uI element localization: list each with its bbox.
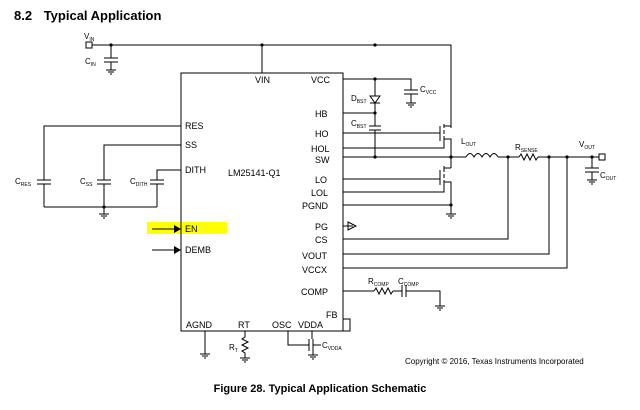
en-highlight [147, 222, 227, 234]
sense-lines [343, 157, 568, 269]
pin-en: EN [185, 224, 198, 234]
dbst-label: DBST [351, 94, 367, 105]
figure-caption: Figure 28. Typical Application Schematic [213, 383, 427, 395]
pin-vcc: VCC [311, 75, 331, 85]
copyright-notice: Copyright © 2016, Texas Instruments Inco… [405, 357, 584, 366]
pin-comp: COMP [301, 287, 328, 297]
pin-lo: LO [315, 175, 327, 185]
rsense-label: RSENSE [515, 143, 538, 154]
cdith-label: CDITH [130, 177, 148, 188]
pin-ss: SS [185, 140, 197, 150]
cvcc-label: CVCC [420, 85, 437, 96]
pin-cs: CS [315, 235, 328, 245]
cvdda-label: CVDDA [322, 341, 342, 352]
rcomp-label: RCOMP [368, 277, 389, 288]
vin-input-network: VIN CIN [84, 32, 452, 128]
pin-lol: LOL [311, 188, 328, 198]
cres-label: CRES [15, 177, 32, 188]
rt-label: RT [229, 343, 238, 354]
pin-dith: DITH [185, 165, 206, 175]
section-number: 8.2 [14, 8, 33, 23]
ccomp-label: CCOMP [398, 277, 419, 288]
pin-hol: HOL [311, 144, 330, 154]
pin-rt: RT [238, 320, 250, 330]
pin-ho: HO [315, 129, 329, 139]
pin-demb: DEMB [185, 245, 211, 255]
chip-name: LM25141-Q1 [228, 168, 281, 178]
css-label: CSS [80, 177, 93, 188]
pin-hb: HB [315, 109, 328, 119]
demb-input [152, 246, 181, 254]
section-heading: 8.2 Typical Application [14, 8, 161, 23]
output-stage: LOUT RSENSE VOUT COUT [343, 137, 616, 185]
cin-label: CIN [85, 57, 96, 68]
high-side-mosfet [343, 124, 453, 159]
pin-res: RES [185, 121, 204, 131]
pin-vdda: VDDA [298, 320, 323, 330]
pin-sw: SW [315, 155, 330, 165]
left-network: CRES CSS CDITH [15, 125, 181, 219]
rcomp-resistor [373, 286, 394, 296]
low-side-mosfet [343, 157, 456, 219]
pin-osc: OSC [272, 320, 292, 330]
cout-label: COUT [600, 171, 616, 182]
pin-fb: FB [326, 310, 338, 320]
lout-label: LOUT [461, 137, 476, 148]
pin-pgnd: PGND [302, 201, 329, 211]
pin-pg: PG [315, 222, 328, 232]
vout-label: VOUT [579, 140, 595, 151]
pin-vout: VOUT [302, 251, 328, 261]
rt-resistor [240, 331, 250, 363]
vout-port [598, 153, 606, 161]
pin-vin: VIN [255, 75, 270, 85]
comp-network: RCOMP CCOMP [343, 277, 445, 311]
bootstrap-network: CVCC DBST CBST [343, 77, 437, 159]
vin-label: VIN [84, 32, 95, 43]
rsense-resistor [518, 152, 539, 162]
agnd-rt-network: RT [200, 331, 250, 363]
cbst-label: CBST [351, 119, 367, 130]
fb-vdda-network: CVDDA [287, 318, 351, 360]
pin-vccx: VCCX [302, 265, 327, 275]
section-title: Typical Application [43, 8, 162, 23]
pg-arrow [347, 221, 358, 231]
pin-agnd: AGND [186, 320, 213, 330]
en-input [152, 225, 181, 233]
lout-inductor [465, 153, 499, 159]
